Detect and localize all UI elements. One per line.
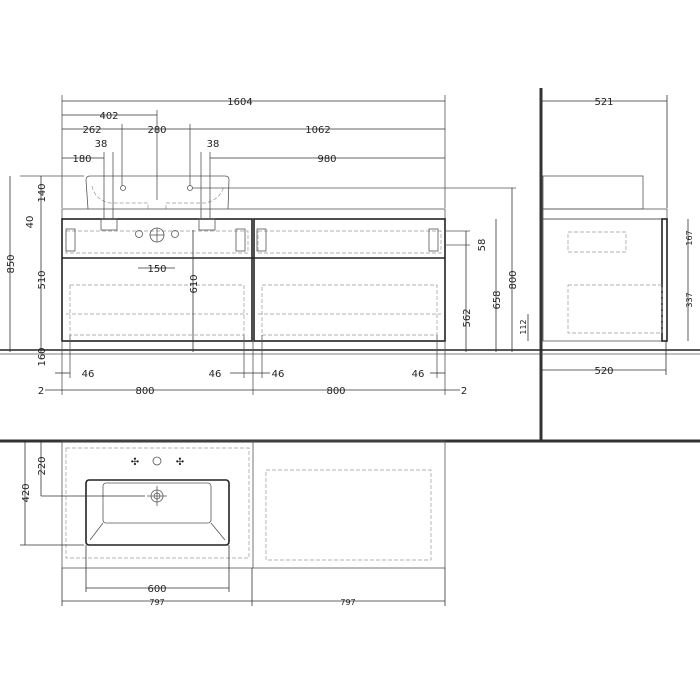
tap-hole-left	[120, 185, 126, 191]
dim-1062: 1062	[305, 125, 330, 136]
tap-hole-right	[187, 185, 193, 191]
dim-38-left: 38	[95, 139, 108, 150]
plan-countertop	[61, 440, 446, 569]
plan-cabinet-left-hidden	[65, 447, 250, 559]
side-upper-drawer	[567, 231, 627, 253]
dim-38-right: 38	[207, 139, 220, 150]
dim-150: 150	[147, 264, 166, 275]
plan-dimension-lines	[20, 441, 446, 606]
side-front-panel	[661, 218, 668, 342]
dim-262: 262	[82, 125, 101, 136]
dimension-lines	[9, 100, 513, 391]
dim-850: 850	[6, 254, 17, 273]
dim-797-right: 797	[340, 598, 355, 607]
dim-160: 160	[37, 347, 48, 366]
side-view: 521 167 337 112 520	[519, 88, 700, 441]
dim-40: 40	[25, 216, 36, 229]
dim-2-right: 2	[461, 386, 467, 397]
dim-112: 112	[519, 319, 528, 334]
lower-drawer-hidden-left	[69, 284, 245, 336]
dim-510: 510	[37, 270, 48, 289]
lower-drawer-hidden-right	[261, 284, 438, 336]
basin-outline	[85, 175, 230, 210]
cabinet-left	[61, 218, 253, 342]
plan-valve-left-icon: ✣	[131, 457, 139, 468]
dim-658: 658	[492, 290, 503, 309]
wall-brackets	[65, 218, 439, 252]
water-connection-right-icon	[171, 230, 179, 238]
dim-280: 280	[147, 125, 166, 136]
side-basin	[542, 175, 644, 210]
plan-tap-hole-icon	[152, 456, 162, 466]
dim-797-left: 797	[149, 598, 164, 607]
side-lower-drawer	[567, 284, 663, 334]
plan-basin-inner	[102, 482, 212, 524]
plan-view: ✣ ✣ 420 220 600 797 797	[0, 439, 700, 607]
dim-610: 610	[189, 274, 200, 293]
plan-valve-right-icon: ✣	[176, 457, 184, 468]
dim-337: 337	[685, 292, 694, 307]
countertop	[61, 208, 446, 220]
cabinet-right	[253, 218, 446, 342]
dim-800-right: 800	[326, 386, 345, 397]
dim-800-left: 800	[135, 386, 154, 397]
basin-bowl-hidden	[91, 185, 225, 209]
dim-46-d: 46	[412, 369, 425, 380]
dim-420: 420	[21, 483, 32, 502]
dim-402: 402	[99, 111, 118, 122]
plan-basin-outer	[85, 479, 230, 546]
dim-980: 980	[317, 154, 336, 165]
dim-1604: 1604	[227, 97, 252, 108]
dim-167: 167	[685, 230, 694, 245]
side-countertop	[542, 208, 668, 220]
side-dimension-lines	[527, 95, 689, 375]
front-view: 1604 402 262 280 1062 38 38 180 980 150 …	[0, 95, 540, 397]
dim-521: 521	[594, 97, 613, 108]
plan-cabinet-right-hidden	[265, 469, 432, 561]
dim-180: 180	[72, 154, 91, 165]
dim-520: 520	[594, 366, 613, 377]
dim-46-b: 46	[209, 369, 222, 380]
dim-600: 600	[147, 584, 166, 595]
dim-562: 562	[462, 308, 473, 327]
side-cabinet	[542, 218, 663, 342]
dim-140: 140	[37, 183, 48, 202]
upper-drawer-hidden-right	[257, 230, 442, 254]
dim-220: 220	[37, 456, 48, 475]
dim-2-left: 2	[38, 386, 44, 397]
water-connection-left-icon	[135, 230, 143, 238]
dim-46-a: 46	[82, 369, 95, 380]
dim-58: 58	[477, 239, 488, 252]
dim-800-height: 800	[508, 270, 519, 289]
dim-46-c: 46	[272, 369, 285, 380]
